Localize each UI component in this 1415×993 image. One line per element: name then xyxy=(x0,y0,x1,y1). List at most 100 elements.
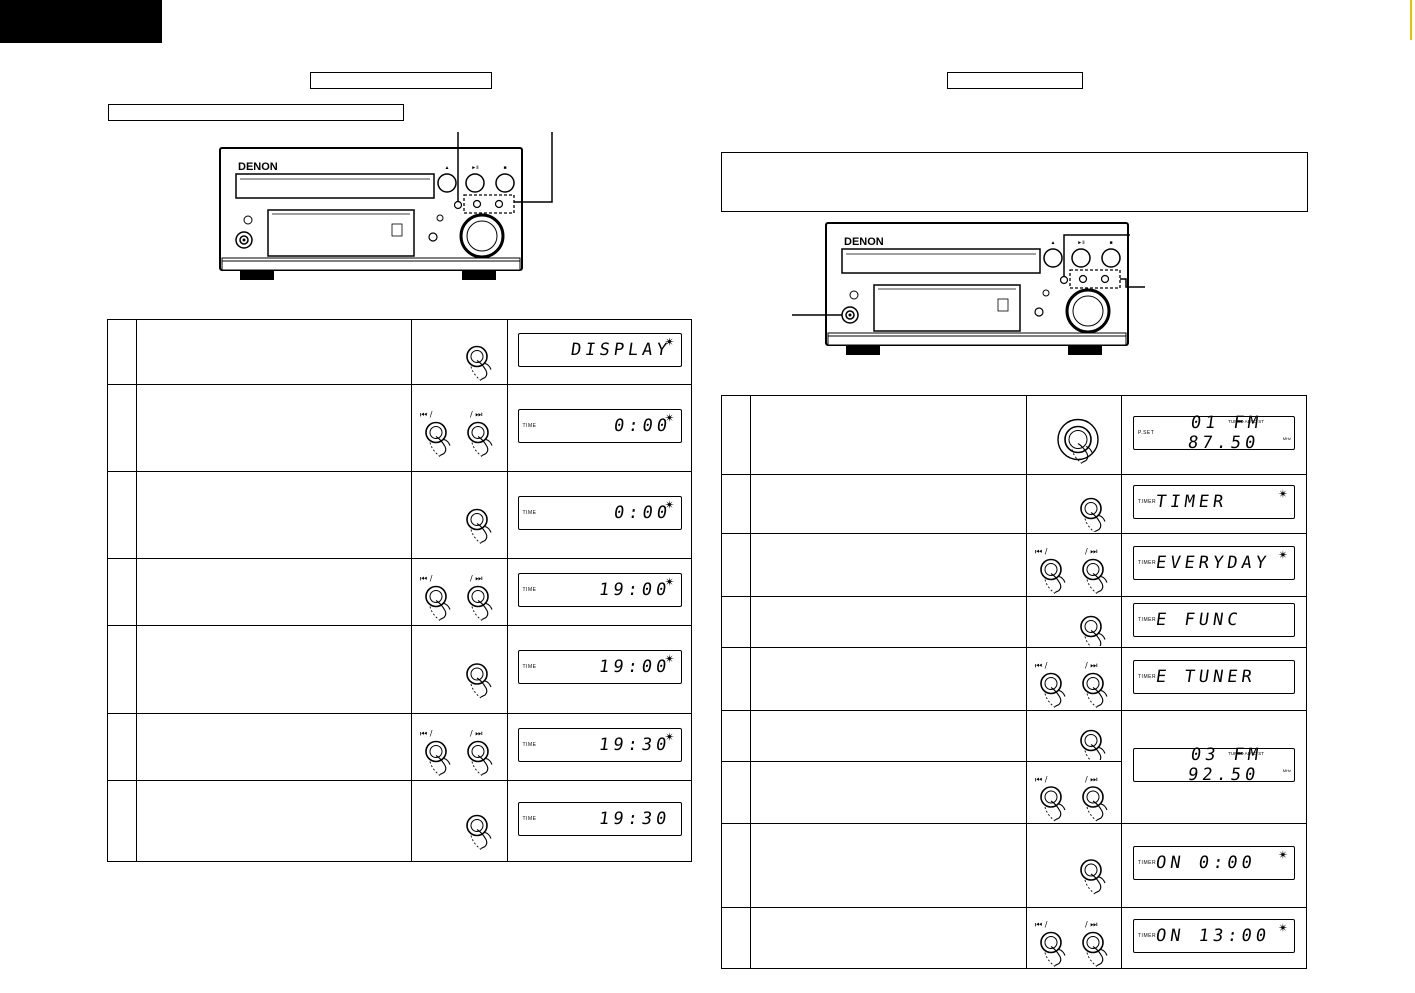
skip-back-label: ⏮ / xyxy=(1035,547,1048,556)
step-number-cell xyxy=(107,384,137,472)
skip-buttons-icon xyxy=(1040,558,1108,594)
push-button-icon xyxy=(466,662,492,698)
step-description-cell xyxy=(136,625,412,714)
blink-mark-icon: ✴ xyxy=(1277,547,1288,562)
skip-forward-label: / ⏭ xyxy=(470,410,483,419)
lcd-indicator: P.SET xyxy=(1138,429,1155,436)
push-button-icon[interactable] xyxy=(466,508,488,530)
lcd-indicator: TIME xyxy=(522,586,537,593)
skip-back-button-icon[interactable] xyxy=(1040,672,1062,694)
power-button-icon xyxy=(1057,418,1099,464)
push-button-icon[interactable] xyxy=(1080,858,1102,881)
skip-back-label: ⏮ / xyxy=(420,410,433,419)
blink-mark-icon: ✴ xyxy=(664,574,675,589)
push-button-icon[interactable] xyxy=(466,814,488,836)
lcd-indicator: TIME xyxy=(522,664,537,670)
brand-logo: DENON xyxy=(844,236,884,248)
skip-forward-button-icon[interactable] xyxy=(1082,672,1104,694)
skip-buttons-icon xyxy=(1040,931,1108,967)
lcd-text: E FUNC xyxy=(1154,609,1243,630)
skip-back-button-icon[interactable] xyxy=(425,585,447,607)
step-button-cell: ⏮ // ⏭ xyxy=(1026,647,1122,711)
step-button-cell: ⏮ // ⏭ xyxy=(1026,907,1122,969)
skip-back-button-icon[interactable] xyxy=(1040,558,1062,580)
lcd-text: EVERYDAY xyxy=(1154,552,1272,573)
step-description-cell xyxy=(750,761,1027,824)
lcd-text: 0:00 xyxy=(612,415,672,436)
push-button-icon[interactable] xyxy=(1080,729,1102,751)
step-button-cell: ⏮ / / ⏭ xyxy=(1026,533,1122,597)
skip-forward-button-icon[interactable] xyxy=(1082,558,1104,580)
step-number-cell xyxy=(721,647,751,711)
lcd-display: DISPLAY✴ xyxy=(517,332,682,367)
step-number-cell xyxy=(721,823,751,908)
step-description-cell xyxy=(750,823,1027,908)
svg-text:▲: ▲ xyxy=(1051,240,1056,246)
step-button-cell xyxy=(411,780,508,862)
skip-forward-button-icon[interactable] xyxy=(1082,931,1104,953)
blink-mark-icon: ✴ xyxy=(664,652,675,666)
lcd-text: ON 0:00 xyxy=(1154,853,1258,873)
skip-back-button-icon[interactable] xyxy=(425,421,447,443)
lcd-indicator: TIME xyxy=(522,422,537,429)
push-button-icon xyxy=(466,508,492,544)
skip-buttons-icon xyxy=(1040,785,1108,821)
skip-forward-label: / ⏭ xyxy=(1085,547,1098,556)
skip-back-label: ⏮ / xyxy=(1035,920,1048,929)
lcd-indicator: TIME xyxy=(522,509,537,516)
skip-back-label: ⏮ / xyxy=(420,574,433,583)
lcd-tuner-status: TUNED AUTO ST xyxy=(1228,418,1264,424)
push-button-icon xyxy=(1080,615,1106,646)
skip-forward-button-icon[interactable] xyxy=(1082,785,1104,808)
step-button-cell: ⏮ // ⏭ xyxy=(411,558,508,626)
step-button-cell xyxy=(411,625,508,714)
push-button-icon[interactable] xyxy=(1080,497,1102,519)
step-button-cell xyxy=(1026,710,1122,762)
lcd-text: 19:30 xyxy=(597,734,672,755)
lcd-unit: MHz xyxy=(1282,435,1291,441)
svg-text:■: ■ xyxy=(503,165,506,171)
skip-forward-button-icon[interactable] xyxy=(467,585,489,607)
push-button-icon[interactable] xyxy=(466,662,488,685)
push-button-icon[interactable] xyxy=(466,345,488,367)
skip-forward-button-icon[interactable] xyxy=(467,421,489,443)
skip-back-button-icon[interactable] xyxy=(425,740,447,762)
push-button-icon[interactable] xyxy=(1080,615,1102,637)
step-number-cell xyxy=(721,761,751,824)
step-description-cell xyxy=(136,319,412,385)
lcd-indicator: TIMER xyxy=(1138,498,1157,505)
step-number-cell xyxy=(107,471,137,559)
skip-back-button-icon[interactable] xyxy=(1040,785,1062,808)
skip-forward-button-icon[interactable] xyxy=(467,740,489,762)
skip-back-button-icon[interactable] xyxy=(1040,931,1062,953)
step-description-cell xyxy=(136,471,412,559)
step-description-cell xyxy=(750,647,1027,711)
lcd-text: DISPLAY xyxy=(569,339,672,360)
svg-text:►Ⅱ: ►Ⅱ xyxy=(1077,240,1084,246)
push-button-icon xyxy=(1080,729,1106,760)
step-number-cell xyxy=(107,625,137,714)
